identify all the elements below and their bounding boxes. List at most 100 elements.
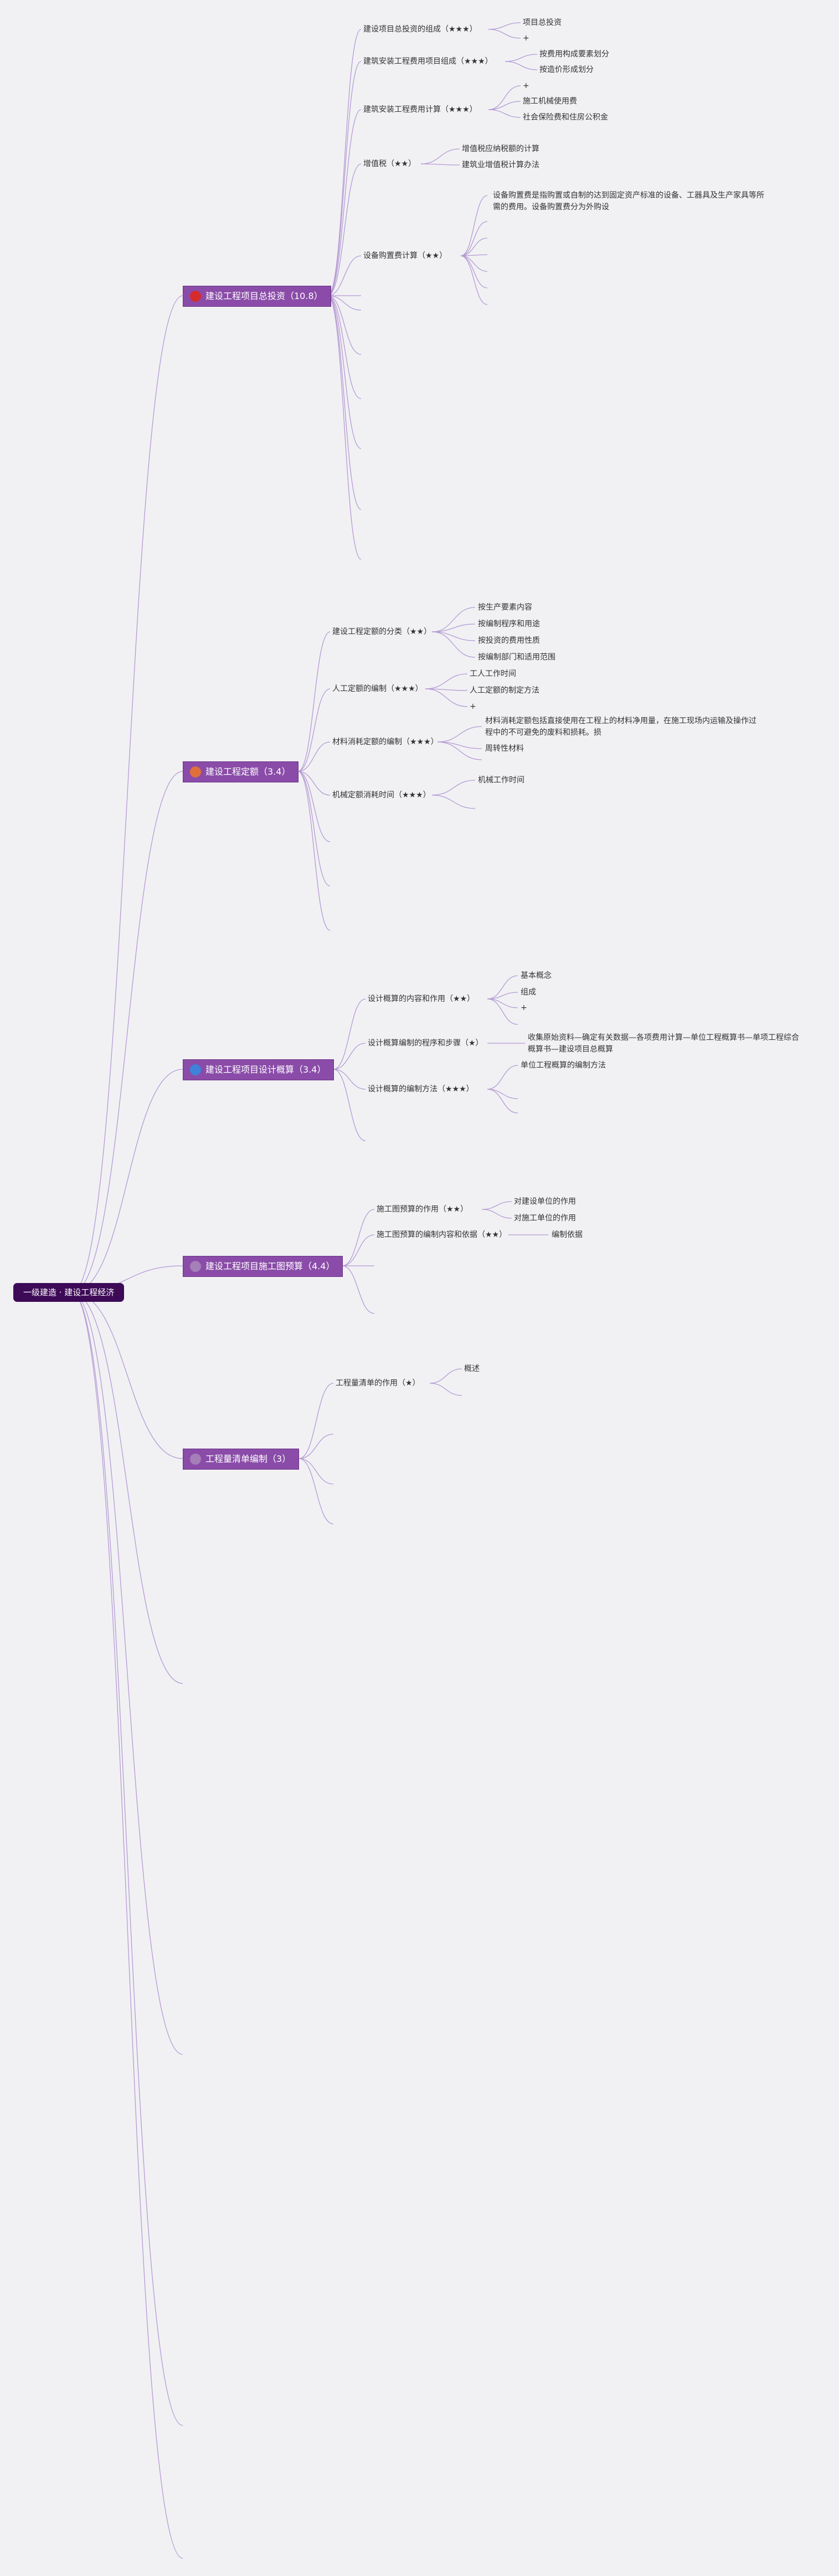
connector-line: [431, 624, 476, 632]
topic-label: 建设工程项目施工图预算（4.4）: [205, 1261, 335, 1271]
leaf[interactable]: 按费用构成要素划分: [539, 50, 609, 59]
subtopic[interactable]: 设计概算的编制方法（★★★）: [368, 1085, 474, 1094]
topic-label: 工程量清单编制（3）: [205, 1454, 291, 1464]
connector-line: [297, 688, 331, 772]
connector-line: [297, 631, 331, 772]
connector-line: [298, 1458, 334, 1485]
subtopic[interactable]: 建设工程定额的分类（★★）: [332, 627, 432, 636]
subtopic[interactable]: 建筑安装工程费用计算（★★★）: [363, 105, 477, 114]
connector-line: [431, 631, 476, 641]
topic-construction-drawing-budget[interactable]: 建设工程项目施工图预算（4.4）: [183, 1256, 343, 1277]
root-branch-line: [71, 1292, 183, 1684]
connector-line: [488, 101, 521, 110]
leaf[interactable]: 编制依据: [552, 1230, 583, 1239]
leaf[interactable]: 按生产要素内容: [478, 603, 532, 612]
leaf[interactable]: 社会保险费和住房公积金: [523, 113, 608, 122]
leaf-long-text[interactable]: 设备购置费是指购置或自制的达到固定资产标准的设备、工器具及生产家具等所需的费用。…: [493, 191, 764, 212]
connector-line: [298, 1458, 334, 1524]
leaf[interactable]: 施工机械使用费: [523, 97, 577, 106]
leaf[interactable]: 建筑业增值税计算办法: [462, 161, 539, 169]
connector-line: [460, 255, 488, 305]
connector-line: [437, 741, 482, 749]
leaf[interactable]: +: [523, 81, 529, 90]
topic-quota[interactable]: 建设工程定额（3.4）: [183, 761, 299, 782]
leaf[interactable]: 按编制部门和适用范围: [478, 653, 555, 662]
priority-icon: [190, 766, 201, 777]
subtopic[interactable]: 设计概算编制的程序和步骤（★）: [368, 1039, 483, 1048]
connector-line: [505, 54, 538, 62]
leaf[interactable]: +: [470, 702, 476, 711]
connector-line: [342, 1265, 375, 1314]
connector-line: [505, 61, 538, 70]
leaf-long-text[interactable]: 材料消耗定额包括直接使用在工程上的材料净用量，在施工现场内运输及操作过程中的不可…: [485, 717, 756, 737]
priority-icon: [190, 1261, 201, 1272]
connector-line: [297, 771, 331, 796]
connector-line: [297, 771, 331, 931]
connector-line: [488, 22, 521, 30]
subtopic[interactable]: 人工定额的编制（★★★）: [332, 684, 423, 693]
connector-line: [342, 1209, 375, 1266]
leaf[interactable]: +: [521, 1003, 527, 1012]
connector-line: [460, 255, 488, 288]
subtopic[interactable]: 机械定额消耗时间（★★★）: [332, 791, 431, 800]
topic-total-investment[interactable]: 建设工程项目总投资（10.8）: [183, 286, 331, 307]
root-topic[interactable]: 一级建造 · 建设工程经济: [13, 1283, 125, 1302]
leaf[interactable]: 工人工作时间: [470, 669, 516, 678]
root-branch-line: [71, 1292, 183, 2559]
subtopic[interactable]: 增值税（★★）: [363, 159, 416, 168]
leaf[interactable]: 对建设单位的作用: [514, 1197, 576, 1206]
connector-line: [333, 998, 366, 1070]
leaf[interactable]: 人工定额的制定方法: [470, 686, 539, 695]
connector-line: [429, 1368, 462, 1384]
connector-line: [460, 238, 488, 256]
leaf[interactable]: 周转性材料: [485, 744, 524, 753]
leaf-long-text[interactable]: 收集原始资料—确定有关数据—各项费用计算—单位工程概算书—单项工程综合概算书—建…: [528, 1033, 799, 1054]
leaf[interactable]: 组成: [521, 988, 536, 997]
leaf[interactable]: 概述: [464, 1364, 480, 1373]
leaf[interactable]: 增值税应纳税额的计算: [462, 145, 539, 153]
leaf[interactable]: 按造价形成划分: [539, 65, 594, 74]
connector-line: [327, 295, 362, 355]
topic-bill-of-quantities[interactable]: 工程量清单编制（3）: [183, 1449, 300, 1470]
connector-line: [488, 29, 521, 39]
leaf[interactable]: 按编制程序和用途: [478, 620, 540, 628]
subtopic[interactable]: 建设项目总投资的组成（★★★）: [363, 25, 477, 34]
connector-line: [487, 992, 518, 1000]
connector-line: [327, 109, 362, 296]
leaf[interactable]: 对施工单位的作用: [514, 1214, 576, 1223]
connector-line: [488, 85, 521, 110]
connector-line: [437, 741, 482, 760]
subtopic[interactable]: 施工图预算的作用（★★）: [377, 1205, 469, 1214]
root-branch-line: [71, 771, 183, 1293]
connector-line: [431, 795, 476, 809]
leaf[interactable]: 单位工程概算的编制方法: [521, 1061, 606, 1070]
connector-line: [327, 163, 362, 296]
connector-line: [333, 1043, 366, 1070]
connector-line: [327, 295, 362, 449]
subtopic[interactable]: 设计概算的内容和作用（★★）: [368, 995, 475, 1003]
leaf[interactable]: 按投资的费用性质: [478, 636, 540, 645]
leaf[interactable]: 基本概念: [521, 971, 552, 980]
connector-line: [487, 1089, 518, 1114]
connector-line: [481, 1209, 512, 1219]
connector-line: [481, 1201, 512, 1210]
connector-line: [431, 607, 476, 632]
connector-line: [342, 1234, 375, 1266]
connector-line: [333, 1069, 366, 1090]
leaf[interactable]: +: [523, 34, 529, 43]
subtopic[interactable]: 施工图预算的编制内容和依据（★★）: [377, 1230, 507, 1239]
root-branch-line: [71, 1292, 183, 1459]
connector-line: [420, 163, 460, 166]
leaf[interactable]: 项目总投资: [523, 18, 562, 27]
topic-label: 建设工程项目总投资（10.8）: [205, 291, 323, 301]
connector-line: [297, 741, 331, 772]
topic-design-estimate[interactable]: 建设工程项目设计概算（3.4）: [183, 1059, 334, 1080]
leaf[interactable]: 机械工作时间: [478, 776, 524, 785]
subtopic[interactable]: 材料消耗定额的编制（★★★）: [332, 738, 439, 746]
subtopic[interactable]: 工程量清单的作用（★）: [336, 1379, 420, 1388]
connector-line: [327, 295, 362, 311]
subtopic[interactable]: 建筑安装工程费用项目组成（★★★）: [363, 57, 493, 66]
root-branch-line: [71, 1292, 183, 2426]
subtopic[interactable]: 设备购置费计算（★★）: [363, 251, 447, 260]
